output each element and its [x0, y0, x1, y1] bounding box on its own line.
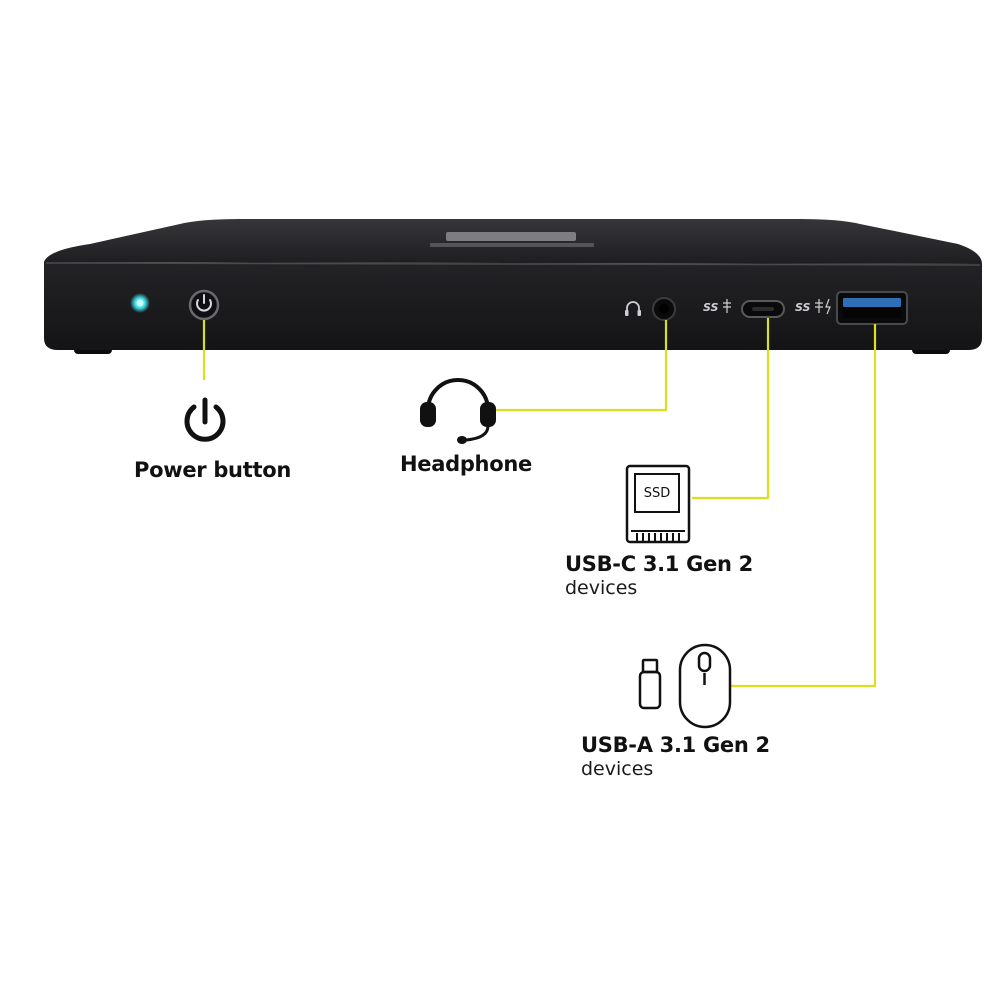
usb-stick-icon [638, 658, 662, 710]
callout-line-usb-c [692, 318, 770, 500]
usb-a-sublabel: devices [581, 758, 654, 780]
audio-jack[interactable] [652, 297, 676, 321]
power-icon [184, 397, 226, 442]
dock-body [44, 219, 982, 354]
power-button-label: Power button [134, 458, 291, 482]
status-led [130, 293, 150, 313]
usb-a-ss-badge: SS [795, 298, 831, 315]
dock-edge-highlight [45, 262, 981, 266]
callout-lines [202, 318, 877, 688]
usb-c-ss-badge: SS [703, 299, 731, 314]
usb-a-label: USB-A 3.1 Gen 2 [581, 733, 770, 757]
dock-top-surface [44, 219, 982, 264]
usb-c-sublabel: devices [565, 577, 638, 599]
dock-front-face [44, 262, 982, 350]
brand-logo [430, 232, 594, 247]
headphone-jack-symbol [625, 301, 641, 316]
ssd-icon: SSD [625, 464, 691, 544]
usb-c-badge-text: SS [703, 301, 719, 314]
usb-a-badge-text: SS [795, 301, 811, 314]
callout-line-headphone [496, 320, 668, 412]
usb-a-port[interactable] [836, 291, 908, 325]
headset-icon [420, 378, 496, 444]
callout-line-usb-a [730, 324, 877, 688]
dock-power-button[interactable] [188, 289, 220, 321]
usb-c-label: USB-C 3.1 Gen 2 [565, 552, 753, 576]
mouse-icon [678, 643, 732, 729]
usb-c-port[interactable] [741, 300, 785, 318]
headphone-label: Headphone [400, 452, 532, 476]
ssd-icon-label: SSD [644, 486, 671, 501]
